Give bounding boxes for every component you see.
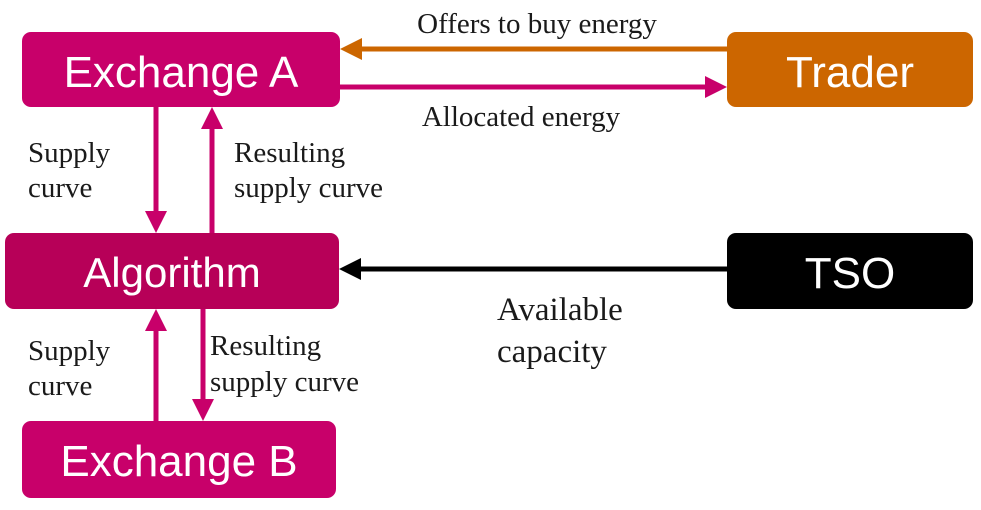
label-supply-curve-a-line2: curve (28, 172, 92, 204)
label-resulting-supply-curve-b-line2: supply curve (210, 366, 359, 398)
label-available-capacity: Available capacity (497, 292, 631, 370)
label-resulting-supply-curve-a-line1: Resulting (234, 137, 345, 169)
arrowhead-available-capacity (339, 258, 361, 280)
tso-box (727, 233, 973, 309)
label-supply-curve-b: Supply curve (28, 335, 117, 402)
exchange-b-label: Exchange B (60, 437, 297, 486)
trader-label: Trader (786, 48, 914, 97)
arrowhead-allocated-energy (705, 76, 727, 98)
label-offers-to-buy: Offers to buy energy (417, 8, 657, 40)
exchange-a-label: Exchange A (64, 48, 299, 97)
label-supply-curve-a-line1: Supply (28, 137, 111, 169)
label-resulting-supply-curve-a: Resulting supply curve (234, 137, 383, 204)
arrowhead-offers-to-buy (340, 38, 362, 60)
label-resulting-supply-curve-b: Resulting supply curve (210, 330, 359, 398)
arrowhead-supply-curve-b (145, 309, 167, 331)
node-algorithm: Algorithm (5, 233, 339, 309)
arrowhead-resulting-supply-curve-b (192, 399, 214, 421)
node-trader: Trader (727, 32, 973, 107)
algorithm-label: Algorithm (83, 249, 260, 296)
exchange-b-box (22, 421, 336, 498)
trader-box (727, 32, 973, 107)
node-exchange-a: Exchange A (22, 32, 340, 107)
algorithm-box (5, 233, 339, 309)
node-tso: TSO (727, 233, 973, 309)
tso-label: TSO (805, 249, 895, 298)
label-resulting-supply-curve-b-line1: Resulting (210, 330, 321, 362)
arrowhead-resulting-supply-curve-a (201, 107, 223, 129)
arrowhead-supply-curve-a (145, 211, 167, 233)
label-available-capacity-line2: capacity (497, 334, 607, 370)
label-supply-curve-a: Supply curve (28, 137, 117, 204)
label-supply-curve-b-line2: curve (28, 370, 92, 402)
label-allocated-energy: Allocated energy (422, 101, 621, 133)
arrows (145, 38, 727, 421)
edge-labels: Offers to buy energy Allocated energy Su… (28, 8, 657, 402)
label-resulting-supply-curve-a-line2: supply curve (234, 172, 383, 204)
node-exchange-b: Exchange B (22, 421, 336, 498)
label-available-capacity-line1: Available (497, 292, 623, 328)
label-supply-curve-b-line1: Supply (28, 335, 111, 367)
exchange-a-box (22, 32, 340, 107)
